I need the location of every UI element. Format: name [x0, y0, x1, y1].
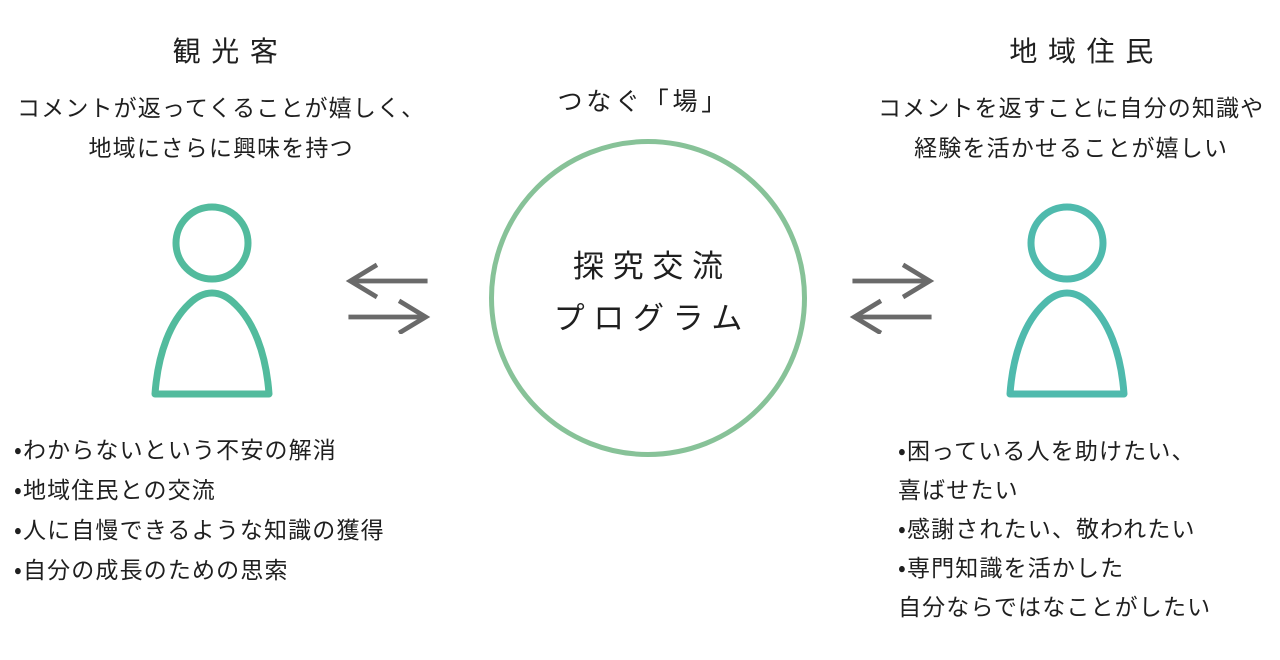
resident-description: コメントを返すことに自分の知識や経験を活かせることが嬉しい [858, 88, 1280, 168]
list-item: コメントを返すことに自分の知識や [877, 95, 1265, 121]
program-name: 探究交流プログラム [494, 139, 802, 447]
list-item: ・わからないという不安の解消 [14, 437, 337, 463]
list-item: 喜ばせたい [898, 477, 1019, 503]
list-item: ・感謝されたい、敬われたい [898, 516, 1196, 542]
exchange-arrows-right-icon [849, 262, 935, 334]
tourist-benefits-list: ・わからないという不安の解消・地域住民との交流・人に自慢できるような知識の獲得・… [14, 430, 385, 590]
hub-label: つなぐ「場」 [557, 88, 730, 116]
list-item: ・専門知識を活かした [898, 555, 1125, 581]
tourist-title: 観光客 [172, 36, 289, 67]
list-item: ・困っている人を助けたい、 [898, 438, 1196, 464]
list-item: 自分ならではなことがしたい [898, 594, 1212, 620]
list-item: 経験を活かせることが嬉しい [914, 135, 1229, 161]
program-circle: 探究交流プログラム [489, 139, 807, 457]
list-item: 探究交流 [572, 249, 732, 284]
list-item: プログラム [553, 301, 752, 336]
list-item: ・自分の成長のための思索 [14, 557, 289, 583]
exchange-arrows-left-icon [345, 262, 431, 334]
tourist-person-icon [151, 203, 273, 398]
resident-benefits-list: ・困っている人を助けたい、喜ばせたい・感謝されたい、敬われたい・専門知識を活かし… [898, 432, 1211, 627]
resident-title: 地域住民 [1009, 36, 1164, 67]
list-item: 地域にさらに興味を持つ [88, 135, 354, 161]
tourist-description: コメントが返ってくることが嬉しく、地域にさらに興味を持つ [8, 88, 433, 168]
list-item: ・人に自慢できるような知識の獲得 [14, 517, 385, 543]
list-item: コメントが返ってくることが嬉しく、 [17, 95, 426, 121]
list-item: ・地域住民との交流 [14, 477, 216, 503]
resident-person-icon [1006, 203, 1128, 398]
